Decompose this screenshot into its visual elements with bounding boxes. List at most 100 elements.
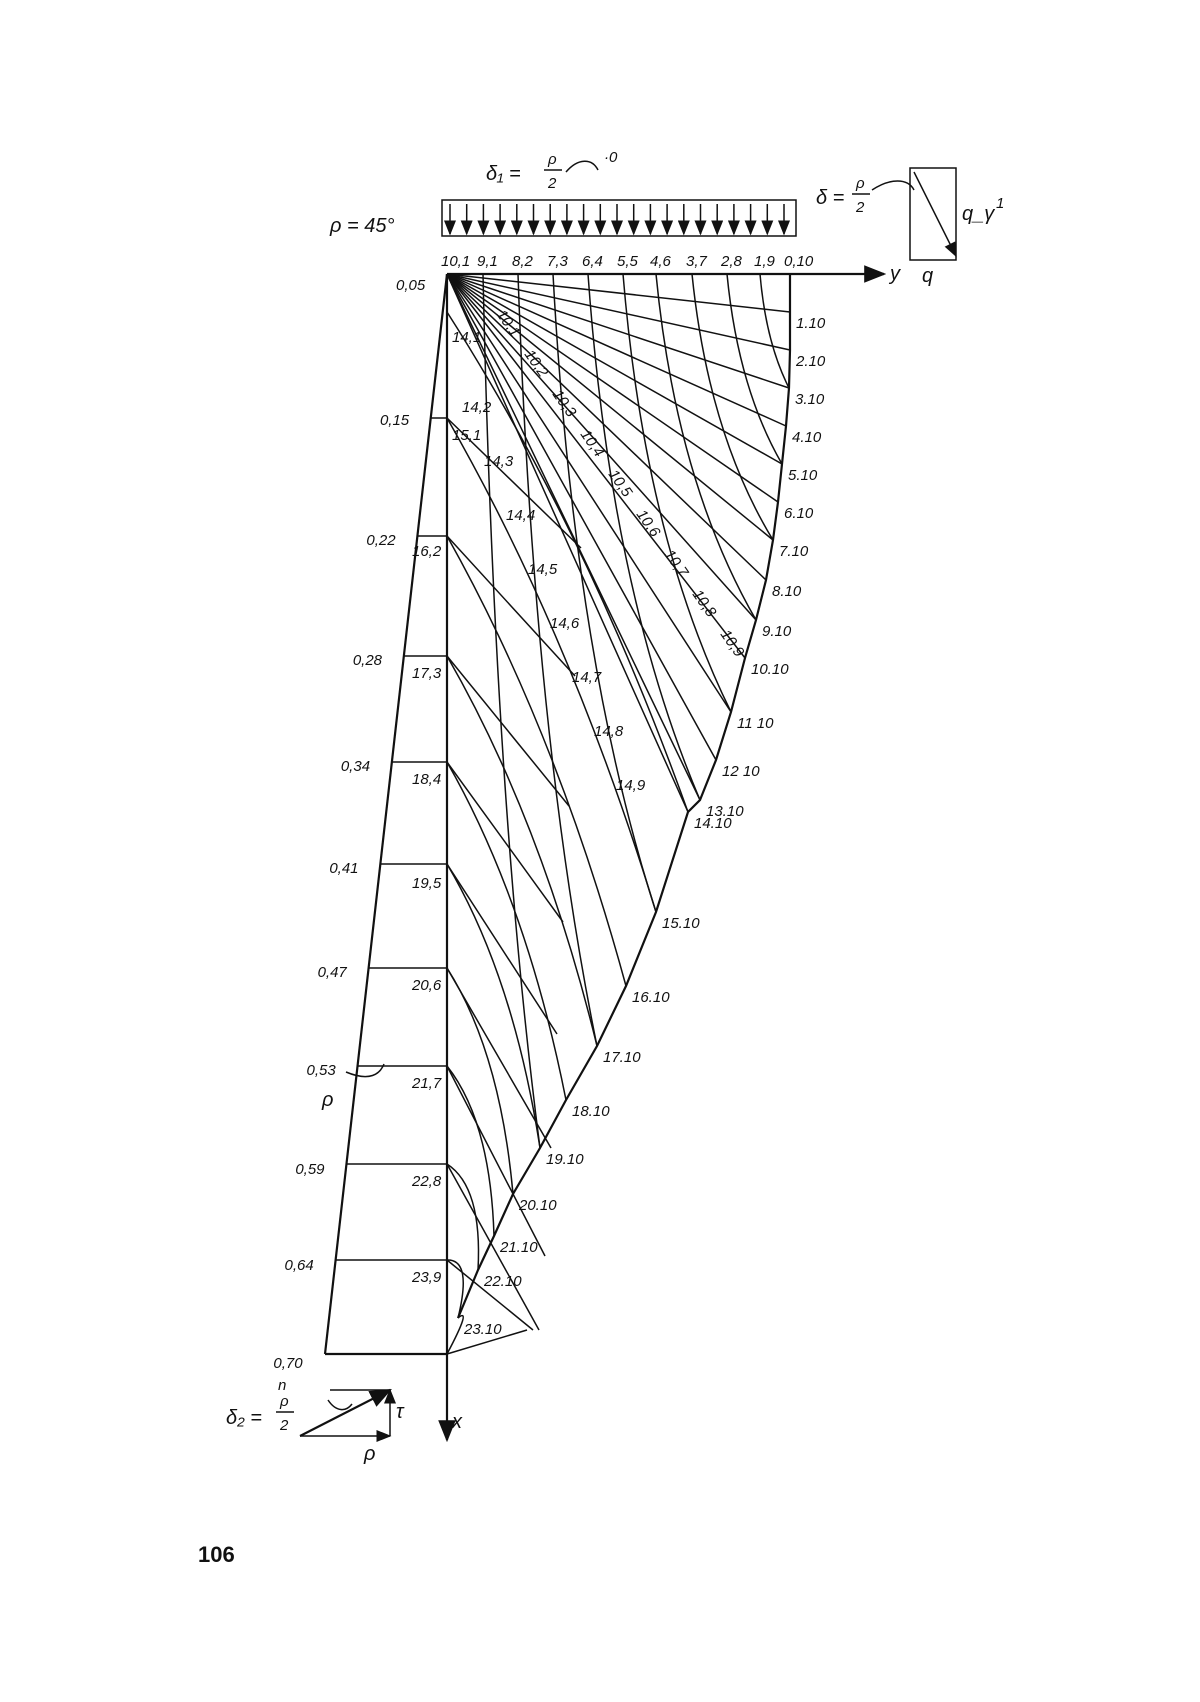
delta2-label: δ₂ =	[226, 1407, 262, 1429]
fan-ray	[446, 273, 767, 581]
slip-line-cross	[446, 417, 582, 549]
rho-bottom-label: ρ	[363, 1443, 375, 1465]
delta1-label: δ₁ =	[486, 163, 521, 185]
n-label: n	[278, 1377, 286, 1394]
axis-node-label: 19,5	[412, 875, 442, 892]
right-boundary-label: 1.10	[796, 315, 826, 332]
force-triangle-resultant	[299, 1388, 392, 1437]
fan-ray	[446, 273, 701, 801]
right-boundary-label: 7.10	[779, 543, 809, 560]
fan-ray	[446, 273, 757, 621]
top-node-label: 6,4	[582, 253, 603, 270]
slip-line-beta	[517, 273, 598, 1047]
top-node-label: 7,3	[547, 253, 569, 270]
slip-line-cross	[446, 1163, 540, 1331]
q-gamma-vector	[913, 171, 957, 258]
inner-node-label: 14,8	[594, 723, 624, 740]
right-boundary-label: 5.10	[788, 467, 818, 484]
right-boundary-label: 2.10	[795, 353, 826, 370]
right-boundary-line	[456, 274, 792, 1319]
delta1-angle-arc	[565, 160, 599, 173]
top-node-label: 8,2	[512, 253, 534, 270]
right-boundary-label: 19.10	[546, 1151, 584, 1168]
slip-line-alpha	[446, 1065, 495, 1237]
x-axis-label: x	[451, 1411, 463, 1433]
q-label: q	[922, 265, 933, 287]
fan-label: 10,4	[577, 427, 608, 461]
slip-line-cross	[446, 863, 558, 1035]
right-boundary-label: 6.10	[784, 505, 814, 522]
left-scale-label: 0,34	[341, 758, 370, 775]
axis-node-label: 21,7	[411, 1075, 442, 1092]
right-boundary-label: 18.10	[572, 1103, 610, 1120]
load-strip	[441, 199, 797, 237]
right-boundary-label: 20.10	[518, 1197, 557, 1214]
axis-node-label: 17,3	[412, 665, 442, 682]
inner-node-label: 14,7	[572, 669, 602, 686]
slip-line-cross	[446, 535, 576, 677]
slip-line-cross	[446, 761, 564, 923]
inner-node-label: 14,9	[616, 777, 646, 794]
axis-node-label: 22,8	[411, 1173, 442, 1190]
axis-node-label: 18,4	[412, 771, 441, 788]
delta-num: ρ	[855, 175, 865, 192]
right-boundary-label: 21.10	[499, 1239, 538, 1256]
left-scale-label: 0,28	[353, 652, 383, 669]
top-node-label: 0,10	[784, 253, 814, 270]
top-node-label: 5,5	[617, 253, 639, 270]
fan-ray	[446, 273, 732, 713]
angle-label: ρ = 45°	[329, 215, 395, 237]
fan-ray	[446, 273, 787, 427]
slip-line-alpha	[446, 417, 657, 913]
fan-ray	[446, 273, 791, 313]
tau-label: τ	[396, 1401, 405, 1423]
left-scale-label: 0,15	[380, 412, 410, 429]
delta-label: δ =	[816, 187, 844, 209]
slip-line-beta	[587, 273, 701, 801]
left-scale-label: 0,47	[318, 964, 348, 981]
fan-ray	[446, 273, 774, 541]
delta1-num: ρ	[547, 151, 557, 168]
right-boundary-label: 13.10	[706, 803, 744, 820]
right-boundary-label: 17.10	[603, 1049, 641, 1066]
delta2-angle-arc	[327, 1399, 353, 1411]
axis-node-label: 14,1	[452, 329, 481, 346]
axis-node-label: 20,6	[411, 977, 442, 994]
right-boundary-label: 23.10	[463, 1321, 502, 1338]
inner-node-label: 14,5	[528, 561, 558, 578]
slip-line-cross	[446, 1259, 534, 1331]
fan-label: 10,3	[549, 387, 580, 421]
inner-node-label: 14,3	[484, 453, 514, 470]
slip-line-beta	[622, 273, 732, 713]
fan-ray	[446, 273, 783, 465]
slip-line-beta	[655, 273, 757, 621]
top-node-label: 4,6	[650, 253, 672, 270]
fan-ray	[446, 273, 791, 351]
slip-line-beta	[726, 273, 783, 465]
slip-line-alpha	[446, 761, 567, 1101]
q-gamma-label: q_γ	[962, 203, 995, 225]
right-boundary-label: 4.10	[792, 429, 822, 446]
left-scale-label: 0,22	[366, 532, 396, 549]
right-boundary-label: 12 10	[722, 763, 760, 780]
right-boundary-label: 15.10	[662, 915, 700, 932]
left-scale-label: 0,59	[295, 1161, 325, 1178]
left-scale-label: 0,53	[307, 1062, 337, 1079]
axis-node-label: 16,2	[412, 543, 442, 560]
top-node-label: 2,8	[720, 253, 743, 270]
slip-line-beta	[691, 273, 774, 541]
corner-label: 0,05	[396, 277, 426, 294]
slip-line-beta	[759, 273, 790, 389]
slip-line-cross	[446, 967, 552, 1149]
right-boundary-label: 14.10	[694, 815, 732, 832]
fan-ray	[446, 273, 746, 659]
top-node-label: 9,1	[477, 253, 498, 270]
delta2-den: 2	[279, 1417, 289, 1434]
slip-line-beta	[552, 273, 657, 913]
slip-line-cross	[446, 1065, 546, 1257]
right-boundary-label: 16.10	[632, 989, 670, 1006]
inner-node-label: 14,2	[462, 399, 492, 416]
slip-line-alpha	[446, 1259, 464, 1319]
fan-ray	[446, 273, 689, 813]
